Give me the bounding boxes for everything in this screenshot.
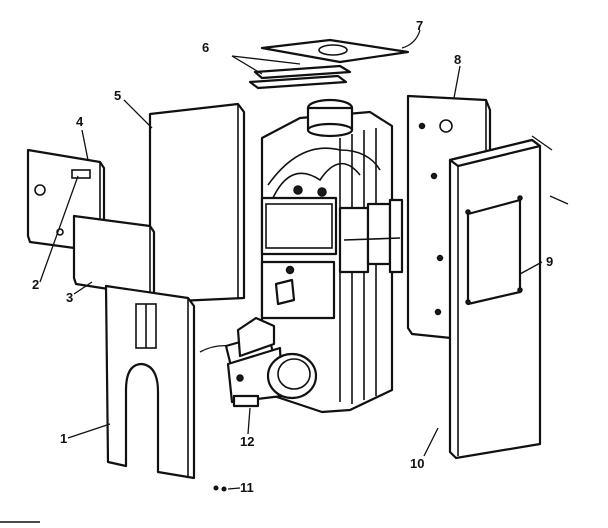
top-cover-plate [260, 38, 410, 64]
callout-1: 1 [60, 431, 67, 446]
callout-9: 9 [546, 254, 553, 269]
callout-11: 11 [240, 480, 254, 495]
callout-3: 3 [66, 290, 73, 305]
gasket-strips [248, 64, 352, 90]
heat-exchanger-body [260, 98, 404, 414]
lower-front-panel [72, 214, 156, 298]
screws [213, 485, 227, 492]
callout-6: 6 [202, 40, 209, 55]
callout-8: 8 [454, 52, 461, 67]
left-side-panel [148, 102, 246, 304]
callout-labels: 1 2 3 4 5 6 7 8 9 10 11 12 [32, 18, 553, 495]
callout-2: 2 [32, 277, 39, 292]
callout-7: 7 [416, 18, 423, 33]
front-door-panel [104, 284, 196, 480]
burner-assembly [199, 316, 318, 408]
leader-lines [39, 29, 569, 490]
callout-5: 5 [114, 88, 121, 103]
callout-4: 4 [76, 114, 84, 129]
right-side-panel [448, 138, 542, 460]
callout-12: 12 [240, 434, 254, 449]
callout-10: 10 [410, 456, 424, 471]
